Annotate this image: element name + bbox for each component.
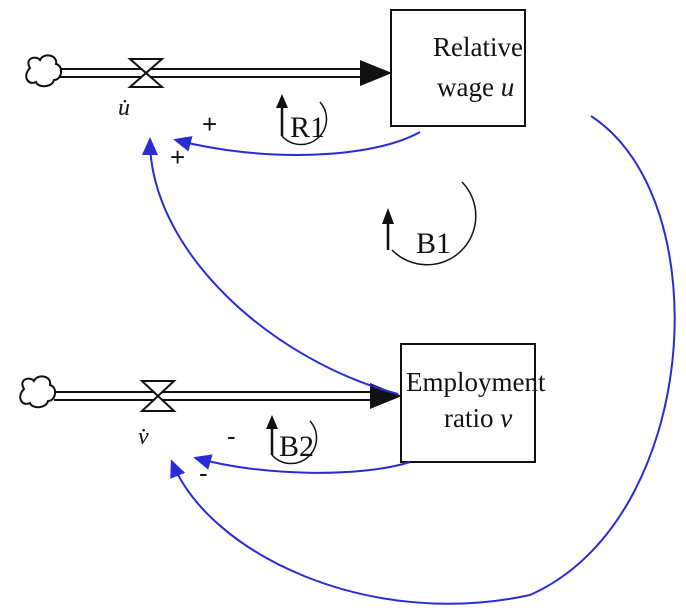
relative-wage-stock[interactable]: Relative wage u <box>390 9 526 127</box>
flow-arrowhead <box>360 60 392 86</box>
valve-icon <box>127 58 165 88</box>
relative-wage-line2: wage u <box>437 72 514 102</box>
polarity-plus-upper: + <box>202 109 217 139</box>
employment-ratio-stock[interactable]: Employment ratio v <box>400 343 546 463</box>
loop-b2-label: B2 <box>279 430 314 463</box>
polarity-minus-lower: - <box>199 458 208 488</box>
loop-r1-label: R1 <box>290 111 325 144</box>
wage-flow <box>25 54 392 88</box>
employment-ratio-line1: Employment <box>406 367 546 397</box>
loop-b1-label: B1 <box>416 227 451 260</box>
employment-rate-label: v̇ <box>138 424 149 450</box>
loop-b1: B1 <box>382 181 477 266</box>
loop-b2: B2 <box>266 415 318 465</box>
wage-rate-label: u̇ <box>118 95 130 121</box>
loop-arrow-icon <box>382 208 394 224</box>
flow-arrowhead <box>370 383 402 409</box>
cloud-source-icon <box>19 375 56 409</box>
link-wage-to-employment-rate <box>170 115 676 605</box>
cloud-source-icon <box>25 54 62 88</box>
relative-wage-line1: Relative <box>433 32 523 62</box>
polarity-minus-upper: - <box>227 421 236 451</box>
link-employment-to-employment-rate <box>193 454 411 474</box>
loop-arrow-icon <box>266 415 278 429</box>
valve-icon <box>139 380 177 412</box>
loop-r1: R1 <box>276 94 328 146</box>
employment-ratio-line2: ratio v <box>444 403 512 433</box>
loop-arrow-icon <box>276 94 288 108</box>
link-wage-to-wage-rate <box>173 131 421 156</box>
employment-flow <box>19 375 402 412</box>
polarity-plus-lower: + <box>170 142 185 172</box>
link-employment-to-wage-rate <box>142 137 399 395</box>
